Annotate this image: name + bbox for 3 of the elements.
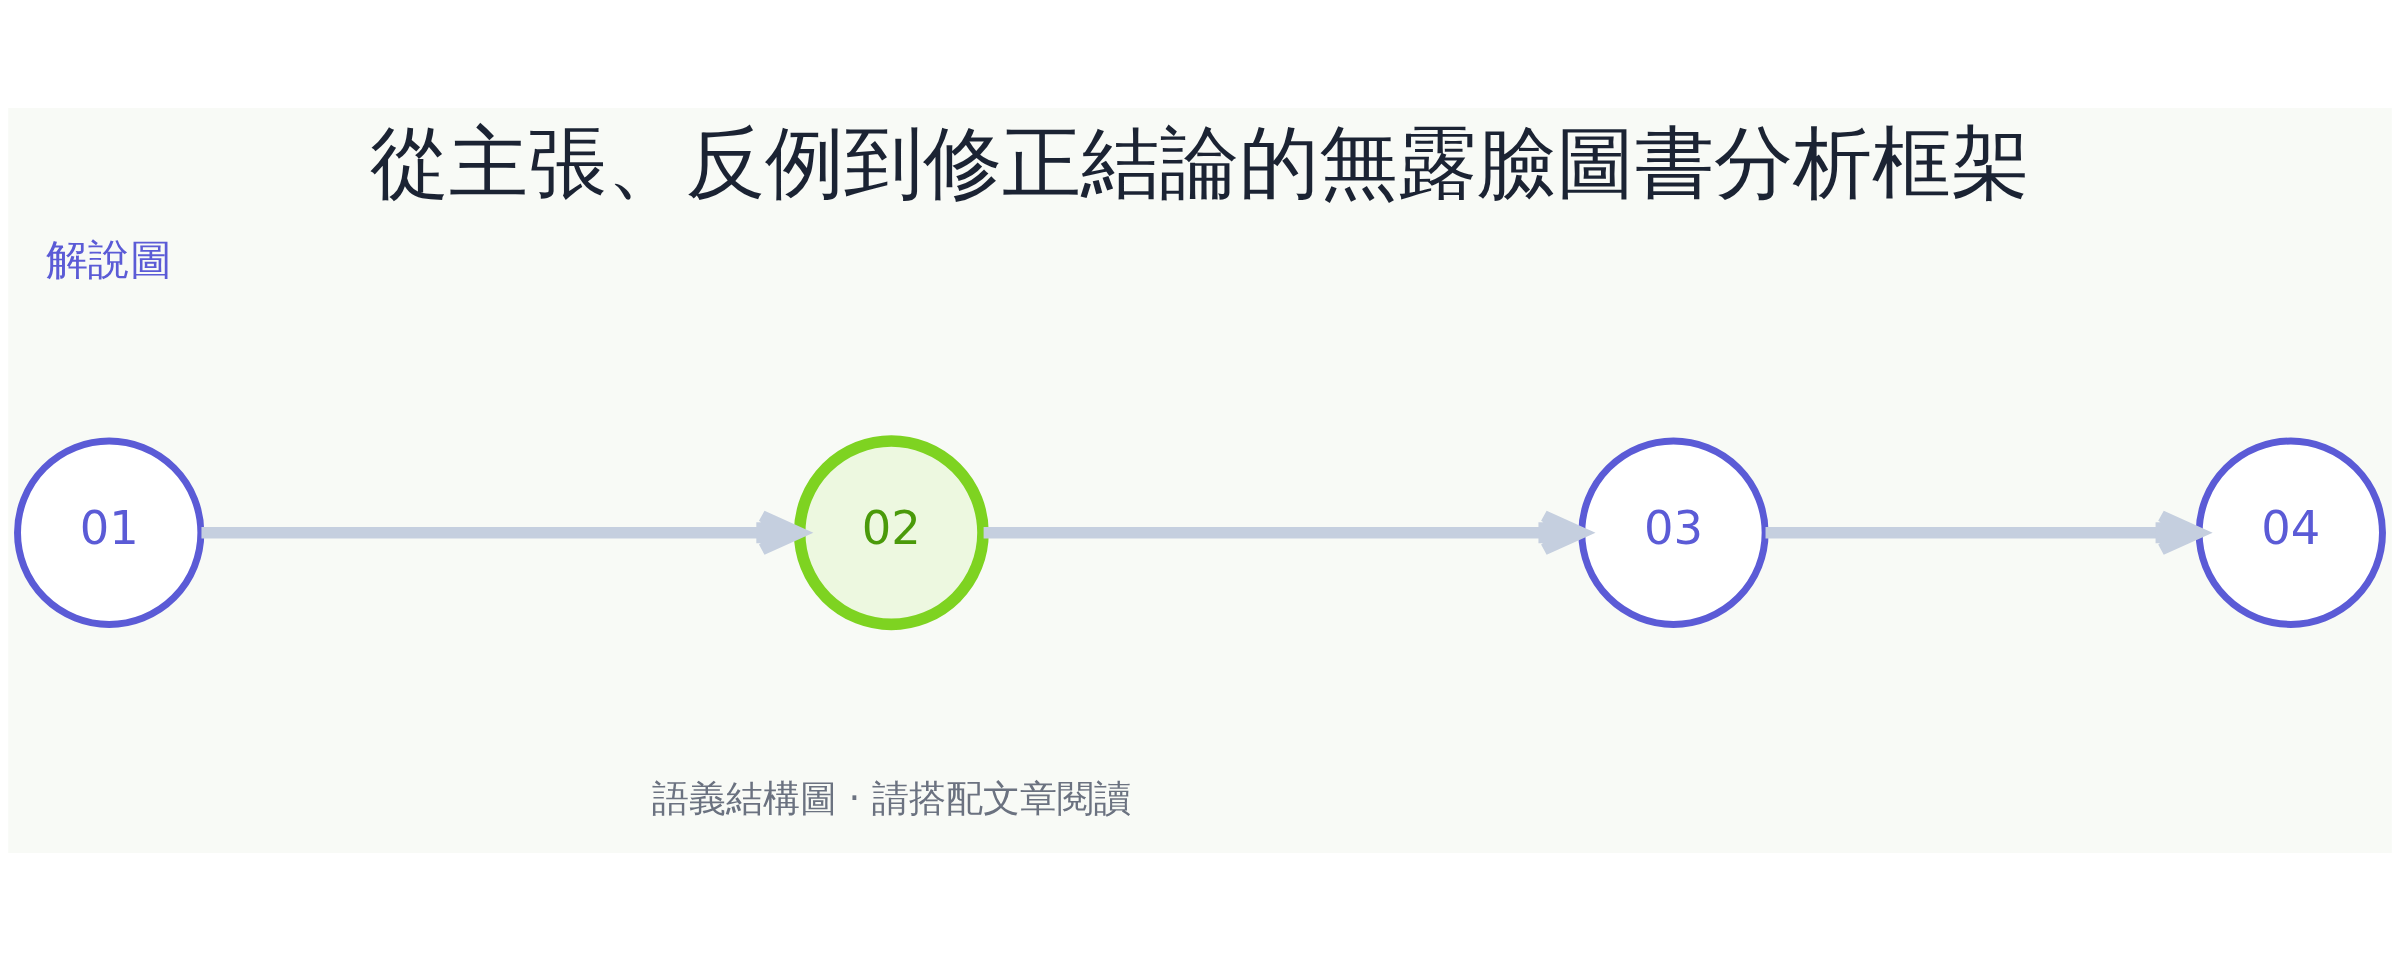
- diagram-title: 從主張、反例到修正結論的無露臉圖書分析框架: [370, 116, 2030, 209]
- caption: 語義結構圖 · 請搭配文章閱讀: [651, 776, 1132, 820]
- label: 解說圖: [46, 234, 173, 284]
